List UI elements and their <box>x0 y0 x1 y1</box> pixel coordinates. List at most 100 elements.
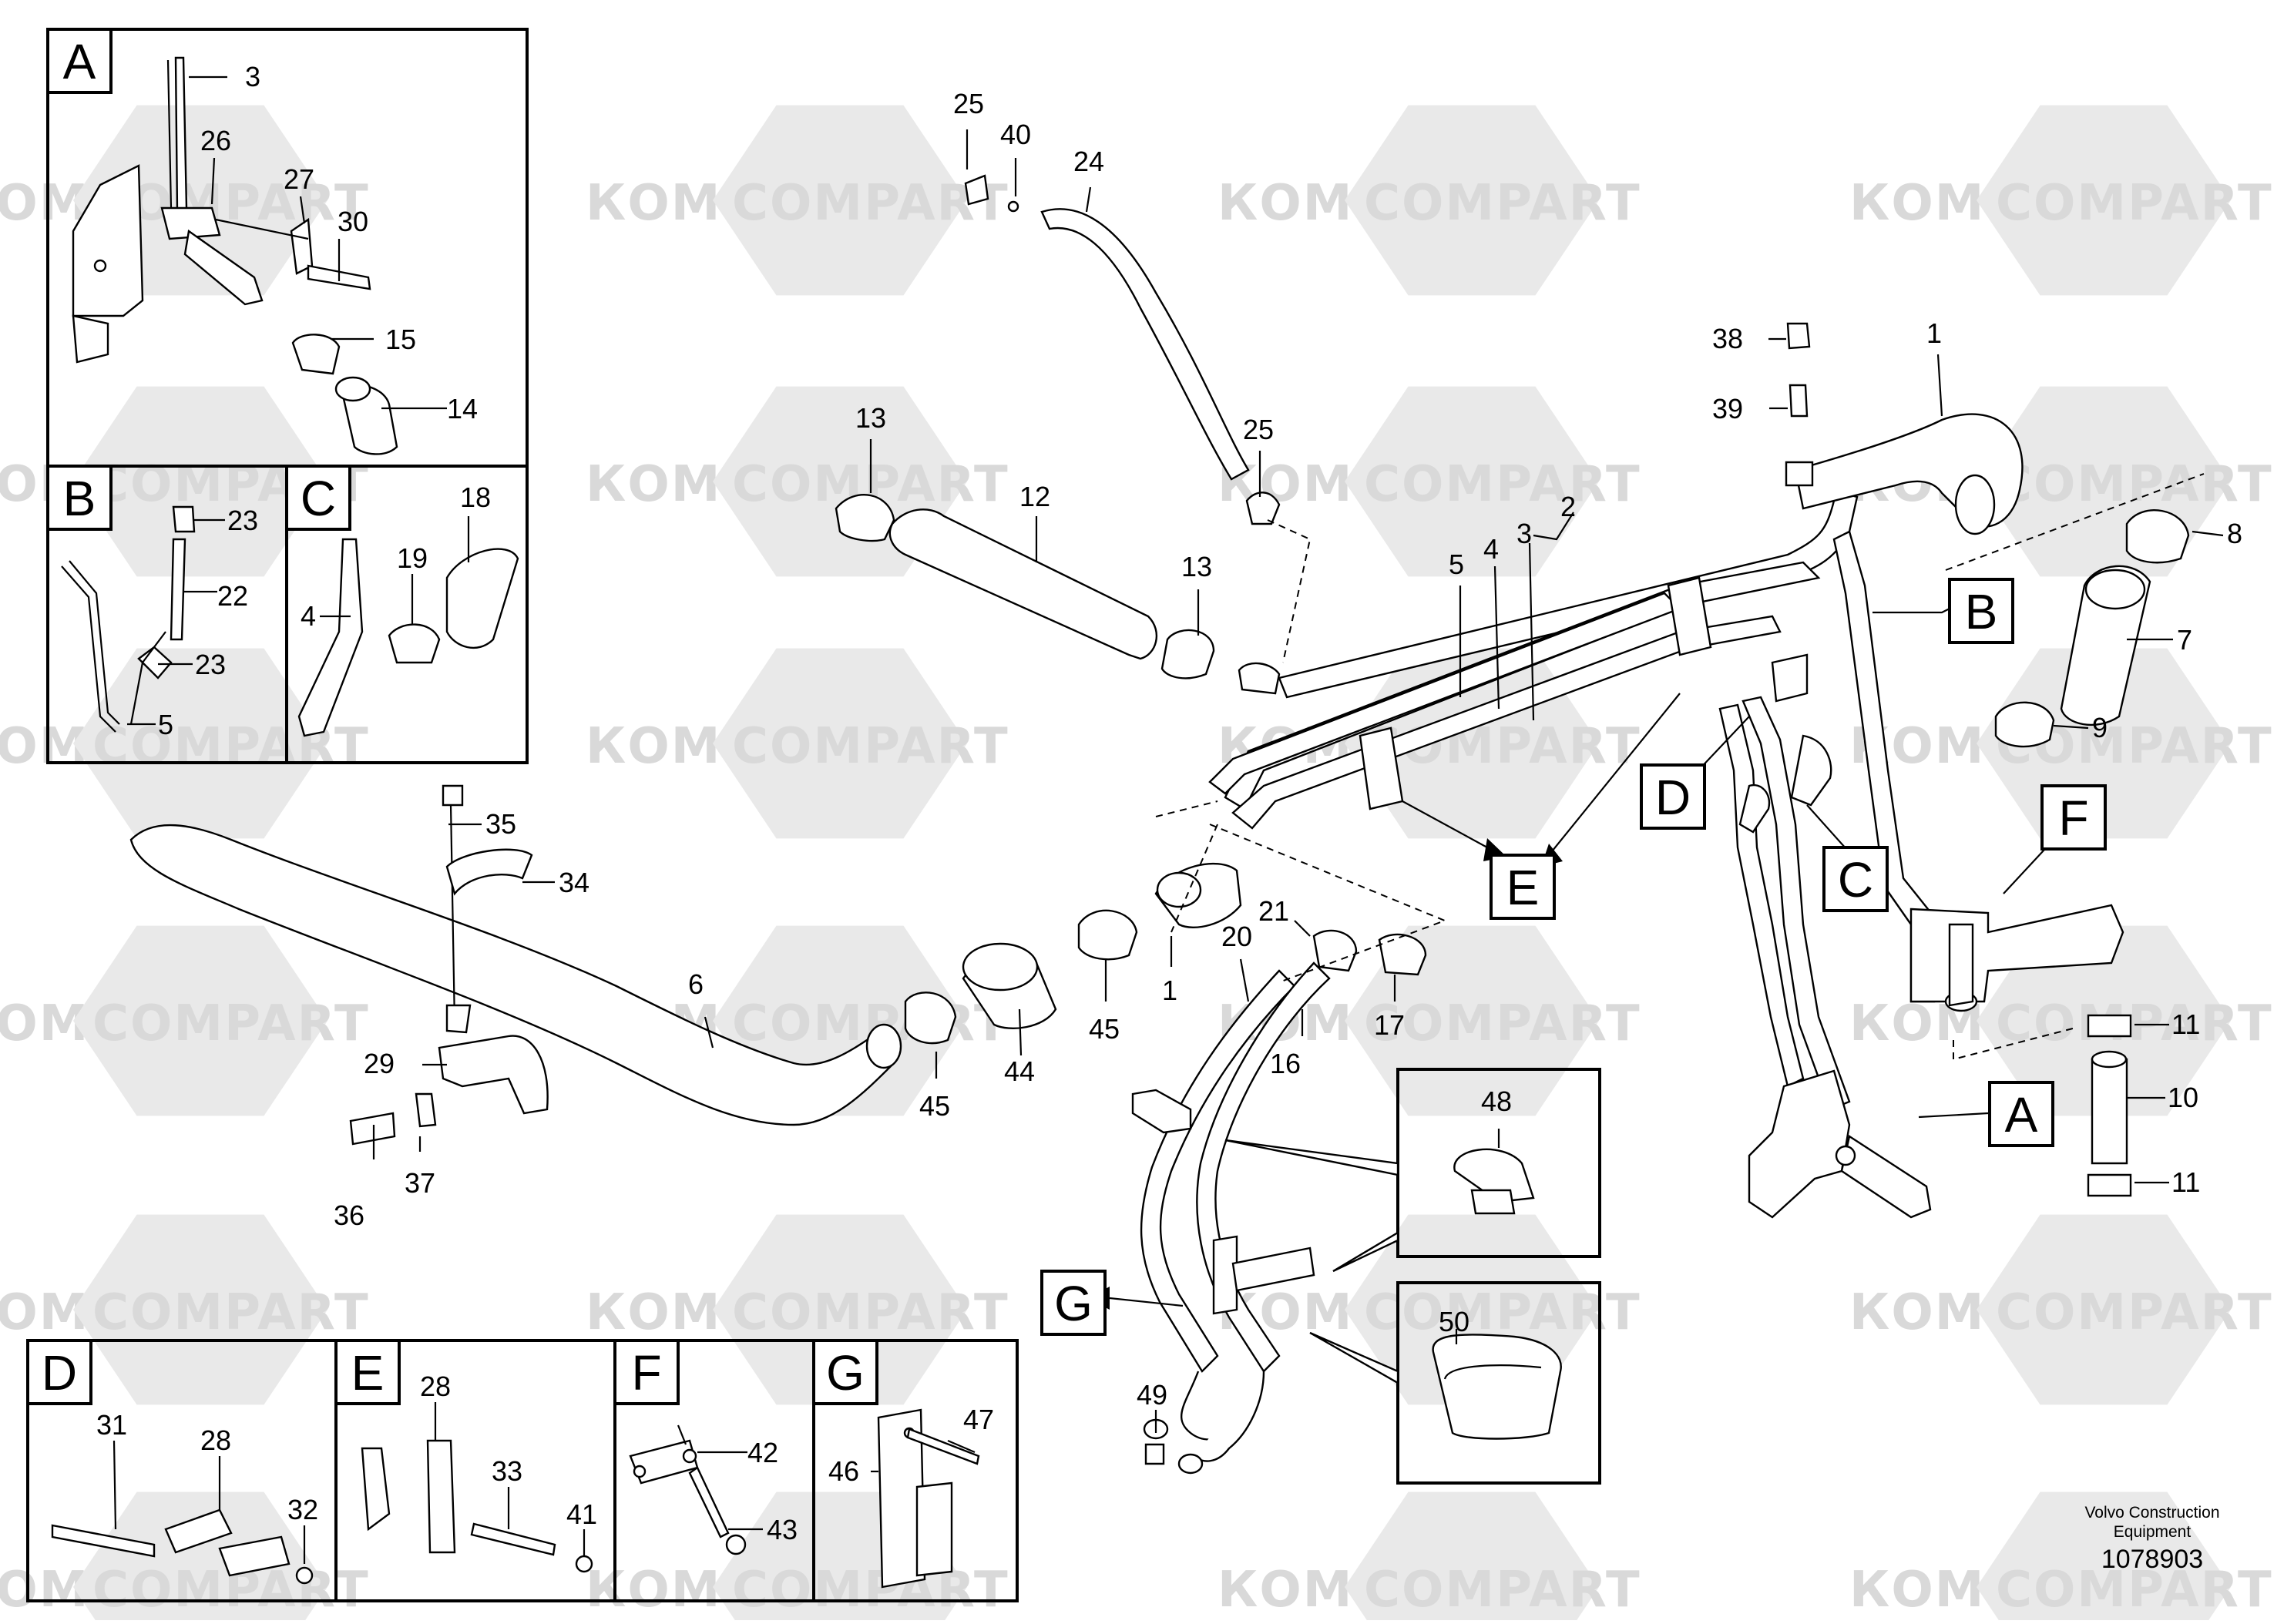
callout-c-letter: C <box>1838 852 1873 908</box>
callout-f-box: F <box>2040 784 2107 851</box>
watermark-text: COMPART <box>1996 175 2273 232</box>
part-label: 1 <box>1162 975 1177 1006</box>
part-label: 30 <box>338 206 368 237</box>
part-label: 6 <box>688 968 704 1000</box>
panel-e-drawing <box>361 1439 593 1573</box>
watermark-text: COMPART <box>1996 995 2273 1052</box>
part-label: 2 <box>1560 491 1576 522</box>
callout-a-letter: A <box>2005 1087 2038 1143</box>
panel-b-drawing <box>61 505 196 733</box>
watermark-hexagon <box>73 925 327 1116</box>
callout-g-letter: G <box>1054 1276 1093 1331</box>
panel-e-letter: E <box>351 1345 385 1401</box>
callout-b-box: B <box>1948 578 2014 644</box>
part-label: 19 <box>397 542 428 574</box>
watermark-hexagon <box>713 648 967 839</box>
part-label: 18 <box>460 481 491 513</box>
part-label: 5 <box>1449 549 1464 580</box>
watermark-text: COMPART <box>92 718 370 775</box>
part-label: 43 <box>767 1514 798 1545</box>
watermark-text: COMPART <box>1364 1284 1641 1341</box>
part-label: 39 <box>1712 393 1743 424</box>
part-label: 17 <box>1374 1009 1405 1041</box>
part-label: 24 <box>1073 146 1104 177</box>
part-label: 40 <box>1000 119 1031 150</box>
panel-f-letter: F <box>631 1345 661 1401</box>
panel-g-drawing <box>877 1408 980 1589</box>
watermark-hexagon <box>73 386 327 577</box>
part-label: 3 <box>245 61 260 92</box>
part-label: 9 <box>2092 712 2108 743</box>
watermark-hexagon <box>1977 1214 2231 1405</box>
panel-d-letter-box: D <box>26 1339 92 1405</box>
panel-a-letter: A <box>63 34 96 89</box>
part-label: 22 <box>217 580 248 612</box>
watermark-hexagon <box>1345 105 1599 296</box>
watermark-hexagon <box>1977 1491 2231 1624</box>
part-label: 35 <box>485 808 516 840</box>
watermark-hexagon <box>1345 1491 1599 1624</box>
part-label: 8 <box>2227 518 2242 549</box>
callout-d-letter: D <box>1655 770 1691 825</box>
footer-line1: Volvo Construction <box>2084 1504 2219 1522</box>
drawing-number: 1078903 <box>2101 1545 2203 1574</box>
watermark-text: COMPART <box>1364 456 1641 513</box>
part-label: 49 <box>1137 1379 1167 1411</box>
watermark-text: COMPART <box>732 1562 1009 1619</box>
part-label: 23 <box>227 505 258 536</box>
panel-g-letter-box: G <box>812 1339 878 1405</box>
part-label: 7 <box>2177 624 2192 656</box>
callout-g-box: G <box>1040 1270 1107 1336</box>
part-label: 45 <box>919 1090 950 1122</box>
panel-labels: 3 26 27 30 15 14 23 22 23 5 18 19 4 31 2… <box>96 61 994 1545</box>
footer-line2: Equipment <box>2114 1523 2192 1541</box>
dashed-reference-lines <box>1155 473 2205 1061</box>
panel-a-drawing <box>72 56 398 455</box>
part-label: 32 <box>287 1494 318 1525</box>
watermark-text: COMPART <box>92 1284 370 1341</box>
part-label: 12 <box>1019 481 1050 512</box>
part-label: 31 <box>96 1409 127 1441</box>
watermark-hexagon <box>73 1214 327 1405</box>
main-labels: 25 40 24 13 12 13 25 38 39 1 2 3 4 5 8 7… <box>334 88 2242 1411</box>
callout-c-box: C <box>1822 846 1889 912</box>
part-label: 16 <box>1270 1048 1301 1079</box>
watermark-text: COMPART <box>1364 1562 1641 1619</box>
watermark-text: COMPART <box>732 175 1009 232</box>
panel-d-letter: D <box>42 1345 77 1401</box>
part-label: 14 <box>447 393 478 424</box>
part-label: 34 <box>559 867 589 898</box>
part-label: 45 <box>1089 1013 1120 1045</box>
part-label: 36 <box>334 1200 364 1231</box>
part-label: 44 <box>1004 1055 1035 1087</box>
detail-frame-c <box>285 465 529 764</box>
part-label: 41 <box>566 1498 597 1530</box>
part-label: 11 <box>2171 1008 2200 1040</box>
watermark-text: COMPART <box>732 1284 1009 1341</box>
part-label: 4 <box>301 600 316 632</box>
callout-b-letter: B <box>1965 584 1998 639</box>
part-label: 28 <box>420 1371 451 1402</box>
part-label: 15 <box>385 324 416 355</box>
part-label: 10 <box>2168 1082 2198 1113</box>
callout-f-letter: F <box>2058 790 2088 846</box>
watermark-text: COMPART <box>1364 175 1641 232</box>
detail-frame-g <box>812 1339 1019 1602</box>
part-label: 42 <box>747 1437 778 1468</box>
panel-d-drawing <box>51 1508 314 1585</box>
part-label: 21 <box>1258 895 1289 927</box>
part-label: 38 <box>1712 323 1743 354</box>
part-label: 11 <box>2171 1166 2200 1198</box>
callout-d-box: D <box>1640 763 1706 830</box>
watermark-text: COMPART <box>92 995 370 1052</box>
watermark-layer: КОМПАРТCOMPARTКОМПАРТCOMPARTКОМПАРТCOMPA… <box>0 105 2273 1624</box>
part-label: 50 <box>1439 1306 1469 1337</box>
panel-c-drawing <box>297 538 519 737</box>
watermark-hexagon <box>73 1491 327 1624</box>
panel-b-letter: B <box>63 471 96 526</box>
panel-a-letter-box: A <box>46 28 113 94</box>
part-label: 23 <box>195 649 226 680</box>
panel-f-drawing <box>629 1439 747 1555</box>
